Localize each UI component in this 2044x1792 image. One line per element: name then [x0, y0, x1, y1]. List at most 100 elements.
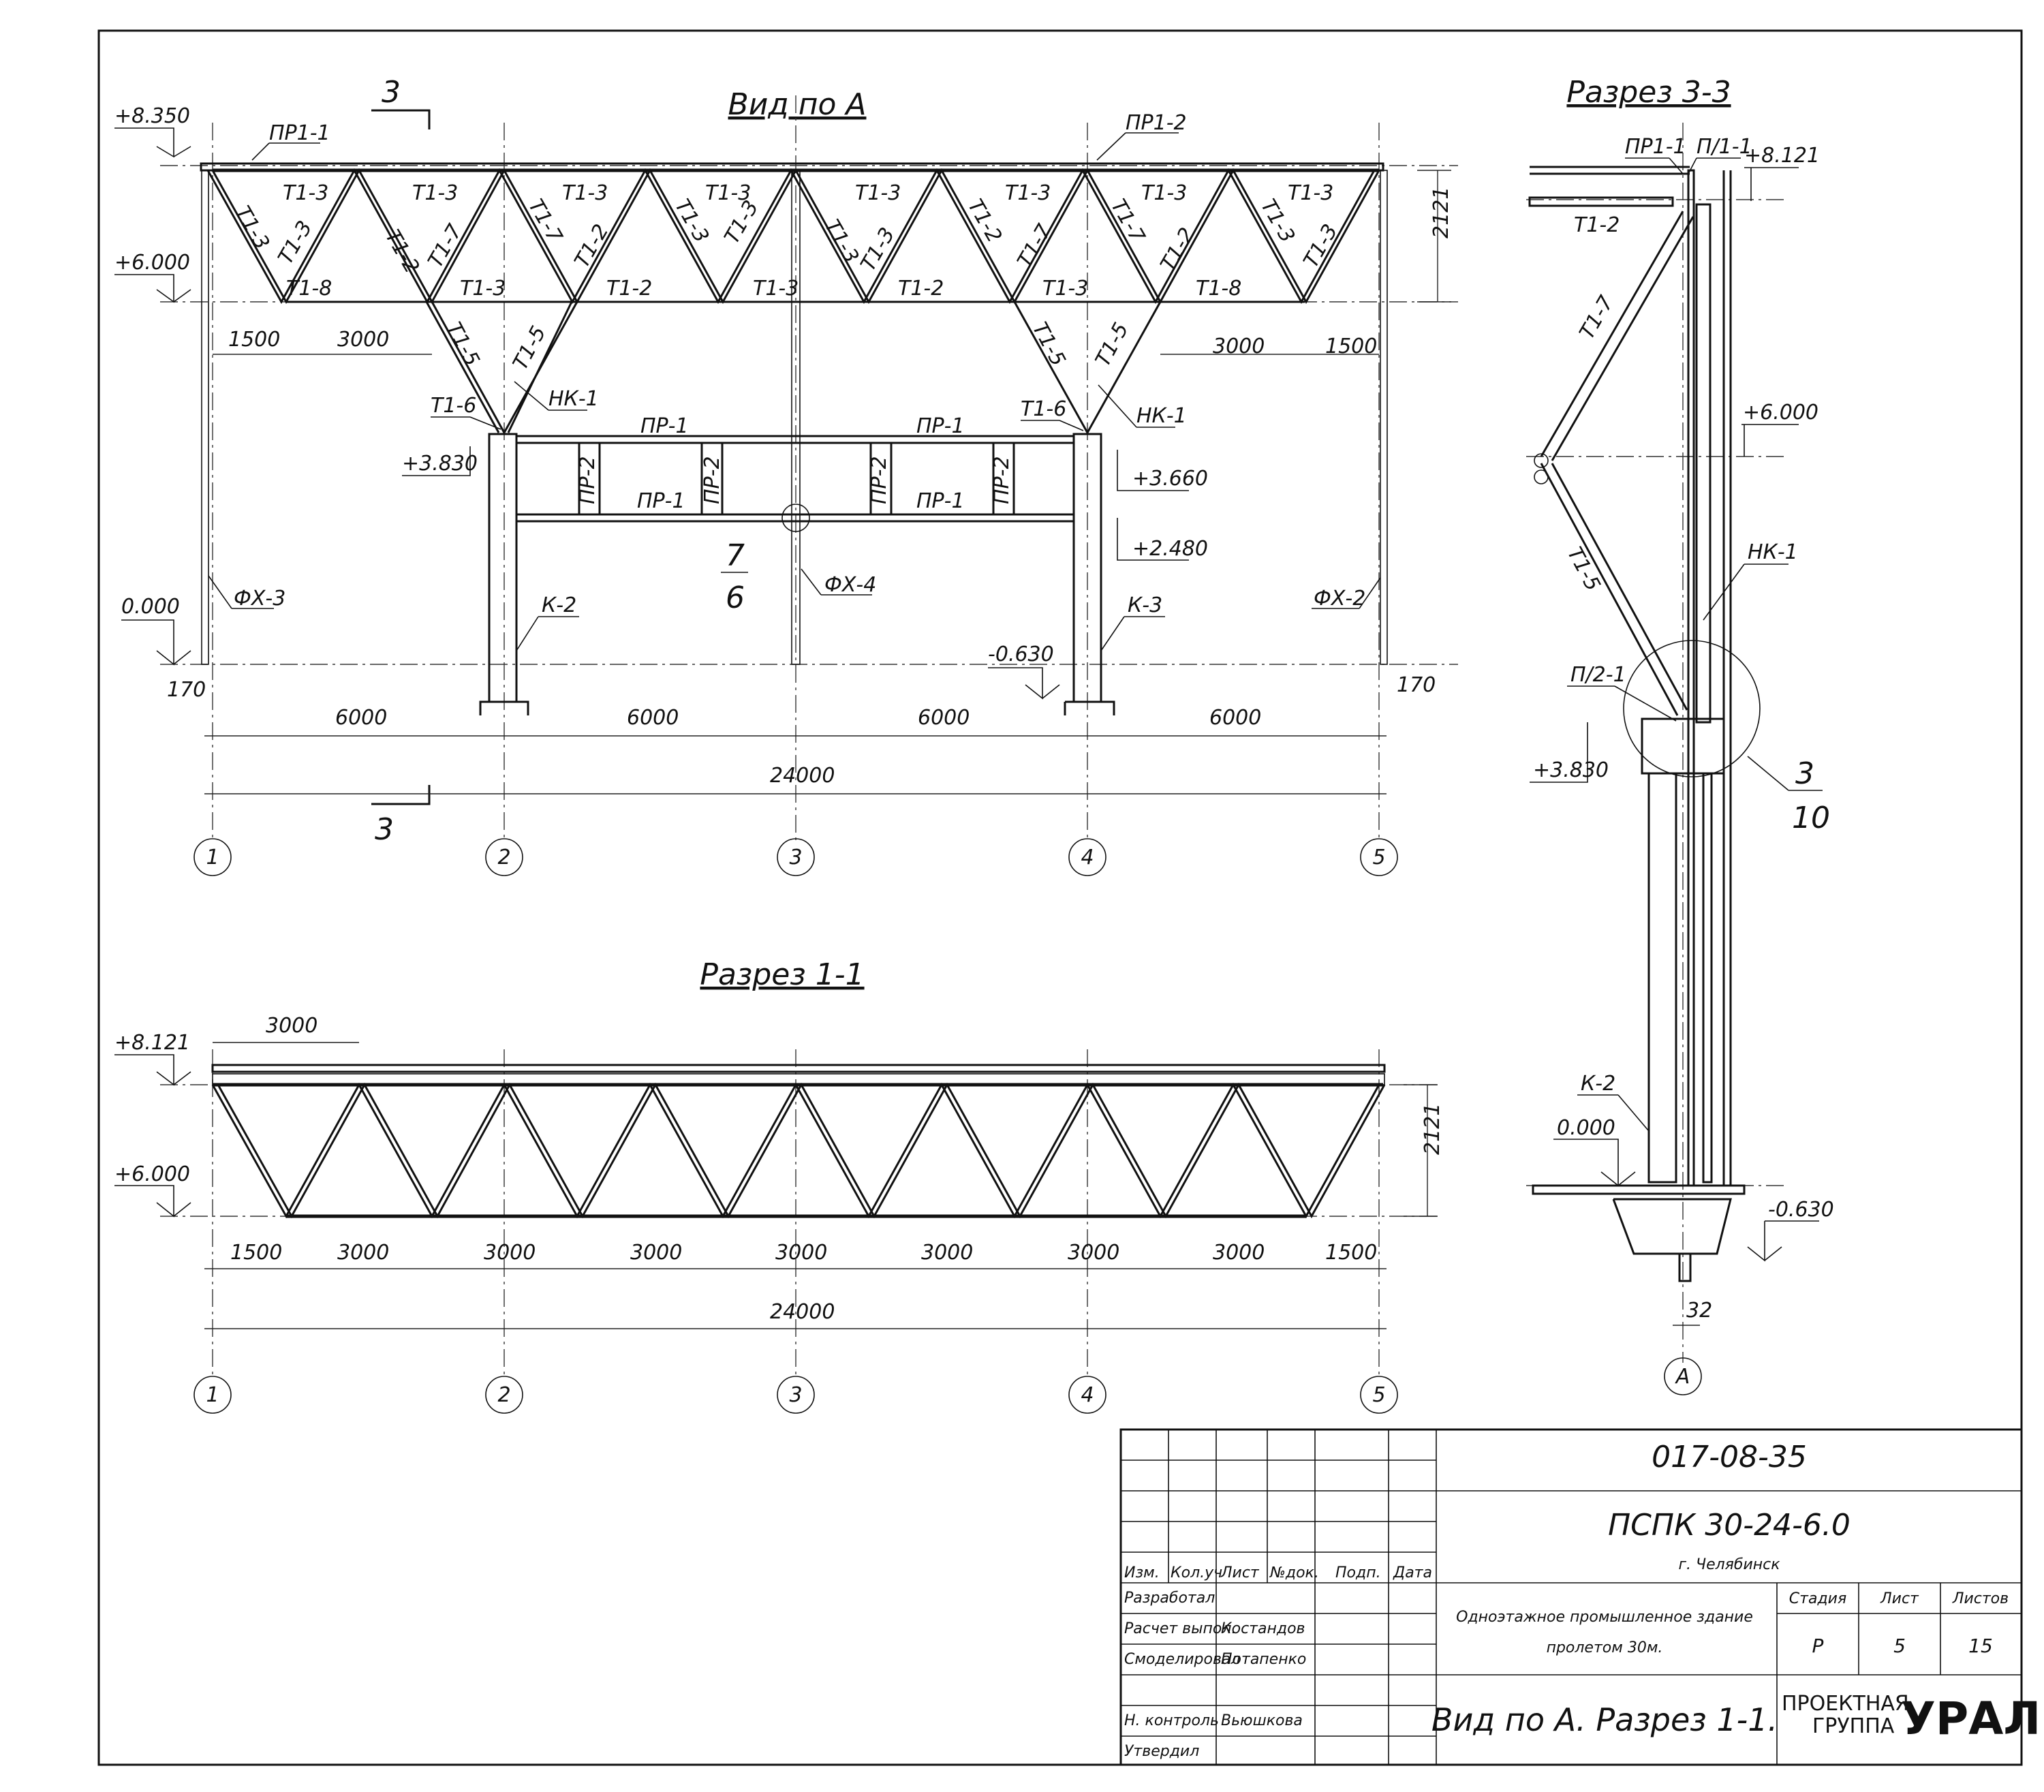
- label-k-2: К-2: [1581, 1072, 1615, 1096]
- dim-6000: 6000: [627, 706, 679, 730]
- elev-6000: +6.000: [114, 251, 190, 275]
- label-t1-3: Т1-3: [1141, 181, 1187, 205]
- label-nk-1: НК-1: [1136, 404, 1187, 428]
- label-t1-2: Т1-2: [606, 277, 652, 300]
- dim-3000: 3000: [1213, 335, 1265, 358]
- member-labels: ПР1-1 ПР1-2 Т1-3 Т1-3 Т1-3 Т1-3 Т1-3 Т1-…: [208, 111, 1381, 651]
- section-3-3-title: Разрез 3-3: [1566, 75, 1731, 110]
- col-header-podp: Подп.: [1335, 1564, 1381, 1581]
- elev-6000: +6.000: [114, 1162, 190, 1186]
- dim-32: 32: [1686, 1299, 1712, 1323]
- section-1-1: Разрез 1-1 +8.121 +6.000 3000 2121 1: [114, 957, 1444, 1414]
- role-razrabotal: Разработал: [1124, 1590, 1215, 1607]
- column-k-2: [488, 433, 518, 703]
- callout-node-top: 7: [726, 538, 745, 573]
- dim-170: 170: [167, 678, 206, 702]
- section-1-1-axis-bubbles: 1 2 3 4 5: [193, 1376, 1398, 1414]
- elev-3830: +3.830: [1533, 758, 1609, 782]
- dim-3000: 3000: [337, 328, 389, 352]
- label-t1-3: Т1-3: [562, 181, 608, 205]
- view-a-axis-bubbles: 1 2 3 4 5: [193, 838, 1398, 876]
- label-k-2: К-2: [542, 593, 576, 617]
- label-t1-5-diag: Т1-5: [442, 318, 484, 370]
- title-block-grid: [1121, 1430, 2022, 1765]
- view-a: Вид по А: [114, 75, 1458, 876]
- elev-0: 0.000: [121, 595, 180, 619]
- axis-1: 1: [206, 1383, 219, 1407]
- callout-node-bottom: 6: [726, 581, 745, 615]
- name-modeling: Потапенко: [1221, 1651, 1306, 1668]
- label-t1-5-diag: Т1-5: [1027, 318, 1070, 370]
- axis-4: 4: [1081, 1383, 1094, 1407]
- dim-170: 170: [1397, 673, 1436, 697]
- label-pr1-1: ПР1-1: [269, 121, 330, 145]
- callout-node-bottom: 10: [1792, 801, 1830, 835]
- description-line-1: Одноэтажное промышленное здание: [1456, 1609, 1753, 1626]
- view-a-dimensions: 2121 1500 3000 3000 1500 170 170 6000 60…: [167, 170, 1453, 794]
- logo-brand: УРАЛ: [1901, 1693, 2041, 1745]
- cut-label-top: 3: [382, 75, 401, 110]
- axis-1: 1: [206, 846, 219, 869]
- elev-2480: +2.480: [1132, 537, 1208, 561]
- elevation-marks: +8.350 +6.000 +3.830 0.000 -0.630 +3.660…: [114, 104, 1208, 700]
- label-t1-3: Т1-3: [1288, 181, 1333, 205]
- label-t1-3-diag: Т1-3: [820, 216, 863, 268]
- stage-label: Стадия: [1789, 1590, 1846, 1607]
- label-t1-3: Т1-3: [1042, 277, 1088, 300]
- roof-deck: [211, 1064, 1386, 1073]
- label-pr-1: ПР-1: [916, 414, 965, 438]
- label-pr-2: ПР-2: [576, 456, 600, 504]
- logo-line-1: ПРОЕКТНАЯ: [1782, 1692, 1909, 1716]
- label-pr-1: ПР-1: [637, 489, 685, 513]
- sheet-frame: [97, 29, 2023, 1766]
- role-modeling: Смоделировал: [1124, 1651, 1240, 1668]
- label-t1-2: Т1-2: [1574, 213, 1620, 237]
- dim-24000: 24000: [770, 764, 835, 788]
- dim-3000: 3000: [630, 1241, 682, 1265]
- section-1-1-webs: [211, 1082, 1386, 1219]
- name-n-control: Вьюшкова: [1221, 1712, 1303, 1729]
- elev-8121: +8.121: [1744, 144, 1820, 168]
- knee-braces: [425, 301, 1162, 433]
- elev-8350: +8.350: [114, 104, 190, 128]
- dim-1500: 1500: [230, 1241, 282, 1265]
- col-header-izm: Изм.: [1124, 1564, 1160, 1581]
- elev-3660: +3.660: [1132, 467, 1208, 491]
- dim-24000: 24000: [770, 1300, 835, 1324]
- city: г. Челябинск: [1678, 1556, 1780, 1573]
- label-t1-3: Т1-3: [705, 181, 751, 205]
- label-t1-3: Т1-3: [753, 277, 799, 300]
- label-t1-2-diag: Т1-2: [380, 226, 424, 278]
- axis-2: 2: [497, 846, 510, 869]
- dim-3000: 3000: [1068, 1241, 1119, 1265]
- elev-6000: +6.000: [1743, 401, 1818, 424]
- dim-2121: 2121: [1429, 187, 1453, 238]
- section-1-1-title: Разрез 1-1: [700, 957, 864, 992]
- label-t1-3: Т1-3: [283, 181, 328, 205]
- sheets-label: Листов: [1952, 1590, 2009, 1607]
- label-t1-8: Т1-8: [286, 277, 332, 300]
- object-code: ПСПК 30-24-6.0: [1608, 1508, 1851, 1543]
- logo-line-2: ГРУППА: [1812, 1714, 1895, 1738]
- dim-2121: 2121: [1421, 1103, 1444, 1155]
- dim-1500: 1500: [1325, 335, 1377, 358]
- label-pl1-1: П/1-1: [1697, 135, 1752, 159]
- node-callout-3: [1623, 640, 1761, 777]
- elev-3830: +3.830: [402, 452, 478, 476]
- cut-label-bottom: 3: [375, 812, 394, 847]
- col-header-data: Дата: [1393, 1564, 1432, 1581]
- column-bases: [479, 700, 1115, 715]
- title-block: 017-08-35 ПСПК 30-24-6.0 г. Челябинск Из…: [1119, 1428, 2041, 1766]
- stage-value: Р: [1812, 1635, 1824, 1657]
- dim-3000: 3000: [337, 1241, 389, 1265]
- label-t1-8: Т1-8: [1196, 277, 1241, 300]
- label-pr-1: ПР-1: [916, 489, 965, 513]
- label-t1-3: Т1-3: [412, 181, 458, 205]
- post-fx-2: [1380, 170, 1388, 665]
- label-fx-2: ФХ-2: [1314, 587, 1365, 611]
- label-pr-2: ПР-2: [700, 456, 724, 504]
- label-k-3: К-3: [1128, 593, 1162, 617]
- cut-marks: [371, 109, 431, 805]
- dim-3000: 3000: [1213, 1241, 1265, 1265]
